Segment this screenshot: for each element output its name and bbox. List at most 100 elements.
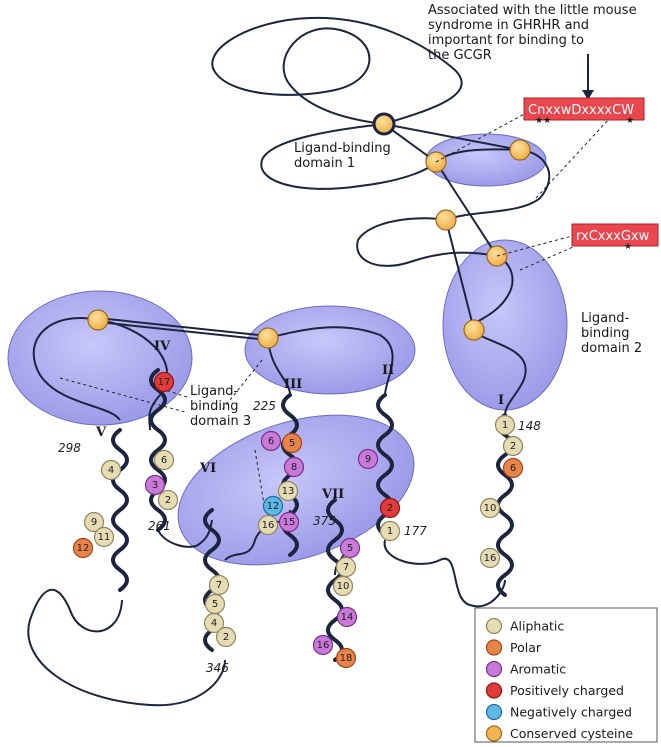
residue-number: 3 bbox=[152, 480, 158, 491]
residue-h7-14: 14 bbox=[336, 606, 358, 628]
residue-circle bbox=[479, 547, 501, 569]
helix-i-label: I bbox=[498, 393, 504, 408]
residue-h5-12: 12 bbox=[72, 537, 94, 559]
residue-h4-6: 6 bbox=[153, 449, 175, 471]
legend-swatch bbox=[485, 703, 503, 721]
legend-label: Aliphatic bbox=[510, 619, 564, 634]
lbd1-label: Ligand-binding domain 1 bbox=[294, 141, 391, 171]
top-note-line: the GCGR bbox=[428, 48, 492, 63]
residue-number: 7 bbox=[343, 562, 349, 573]
lbd1-line: domain 1 bbox=[294, 156, 355, 171]
residue-circle bbox=[153, 449, 175, 471]
lbd2-label: Ligand- binding domain 2 bbox=[581, 311, 642, 356]
residue-h3-5: 5 bbox=[281, 432, 303, 454]
legend-box bbox=[474, 607, 658, 743]
residue-h7-16: 16 bbox=[312, 634, 334, 656]
helix-iii-label: III bbox=[284, 377, 302, 392]
motif2-star: ★ bbox=[624, 242, 632, 252]
lbd2-line: Ligand- bbox=[581, 311, 630, 326]
motif1-box: CnxxwDxxxxCW ★★ ★ bbox=[523, 97, 645, 126]
residue-h1-2: 2 bbox=[502, 435, 524, 457]
residue-circle bbox=[479, 497, 501, 519]
pos-298: 298 bbox=[58, 441, 81, 455]
residue-h5-11: 11 bbox=[93, 526, 115, 548]
note-arrow bbox=[582, 54, 594, 100]
helix-iv-coil bbox=[149, 368, 167, 532]
legend-item: Positively charged bbox=[485, 682, 624, 699]
residue-h6-5: 5 bbox=[204, 593, 226, 615]
residue-number: 10 bbox=[484, 503, 497, 514]
pos-261: 261 bbox=[148, 519, 171, 533]
legend-swatch bbox=[485, 660, 503, 678]
residue-h6-4: 4 bbox=[203, 612, 225, 634]
residue-circle bbox=[494, 414, 516, 436]
lbd2-line: binding bbox=[581, 326, 629, 341]
legend-item: Negatively charged bbox=[485, 703, 632, 721]
top-note-line: important for binding to bbox=[428, 33, 584, 48]
lbd2-ellipse bbox=[442, 239, 568, 411]
residue-h4-17: 17 bbox=[153, 371, 175, 393]
lbd3-label: Ligand- binding domain 3 bbox=[190, 384, 251, 429]
residue-circle bbox=[379, 497, 401, 519]
motif1-stars: ★★ bbox=[535, 116, 551, 126]
residue-number: 8 bbox=[291, 462, 297, 473]
residue-h3-8: 8 bbox=[283, 456, 305, 478]
residue-circle bbox=[93, 526, 115, 548]
residue-number: 10 bbox=[337, 581, 350, 592]
cysteine-dot bbox=[257, 327, 279, 349]
top-note-line: Associated with the little mouse bbox=[428, 3, 637, 18]
residue-number: 16 bbox=[484, 553, 497, 564]
pos-225: 225 bbox=[253, 399, 276, 413]
motif1-text: CnxxwDxxxxCW bbox=[528, 103, 634, 118]
residue-circle bbox=[502, 435, 524, 457]
lbd3-line: domain 3 bbox=[190, 414, 251, 429]
legend-label: Positively charged bbox=[510, 683, 624, 698]
pos-346: 346 bbox=[206, 661, 229, 675]
residue-circle bbox=[215, 626, 237, 648]
residue-number: 12 bbox=[77, 543, 90, 554]
residue-number: 2 bbox=[165, 495, 171, 506]
residue-h3-16: 16 bbox=[257, 514, 279, 536]
lbd3-top-ellipse bbox=[244, 305, 416, 395]
legend-label: Aromatic bbox=[510, 662, 566, 677]
pos-177: 177 bbox=[404, 524, 427, 538]
residue-circle bbox=[144, 474, 166, 496]
residue-circle bbox=[257, 514, 279, 536]
legend-swatch bbox=[485, 617, 503, 635]
cysteine-dot bbox=[87, 309, 109, 331]
residue-circle bbox=[72, 537, 94, 559]
residue-h2-1: 1 bbox=[379, 520, 401, 542]
residue-circle bbox=[208, 574, 230, 596]
residue-number: 6 bbox=[268, 436, 274, 447]
residue-number: 2 bbox=[510, 441, 516, 452]
residue-circle bbox=[153, 371, 175, 393]
top-note: Associated with the little mouse syndrom… bbox=[428, 3, 637, 63]
residue-number: 6 bbox=[510, 463, 516, 474]
helix-v-label: V bbox=[95, 425, 107, 440]
residue-h1-16: 16 bbox=[479, 547, 501, 569]
lbd2-line: domain 2 bbox=[581, 341, 642, 356]
residue-h7-5: 5 bbox=[339, 537, 361, 559]
residue-number: 1 bbox=[387, 526, 393, 537]
residue-circle bbox=[277, 480, 299, 502]
residue-h6-2: 2 bbox=[215, 626, 237, 648]
helix-ii-label: II bbox=[382, 363, 394, 378]
legend-item: Aliphatic bbox=[485, 617, 564, 635]
lbd3-line: Ligand- bbox=[190, 384, 239, 399]
residue-h4-3: 3 bbox=[144, 474, 166, 496]
residue-number: 2 bbox=[387, 503, 393, 514]
residue-h1-6: 6 bbox=[502, 457, 524, 479]
motif2-box: rxCxxxGxw ★ bbox=[571, 223, 659, 252]
residue-h2-2: 2 bbox=[379, 497, 401, 519]
leader-lines bbox=[59, 111, 611, 511]
legend-swatch bbox=[485, 725, 503, 742]
cysteine-dot bbox=[509, 139, 531, 161]
legend-label: Polar bbox=[510, 640, 542, 655]
legend-item: Conserved cysteine bbox=[485, 725, 633, 742]
residue-circle bbox=[100, 459, 122, 481]
residue-number: 5 bbox=[212, 599, 218, 610]
helix-vi-label: VI bbox=[199, 461, 216, 476]
residue-number: 16 bbox=[317, 640, 330, 651]
